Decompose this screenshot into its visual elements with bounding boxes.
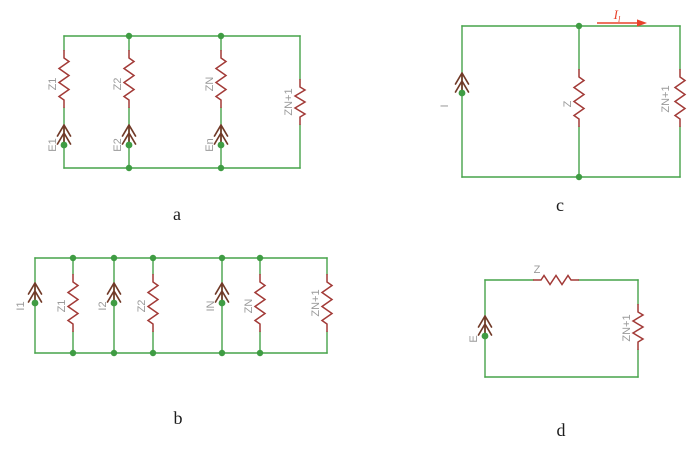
impedance-label: Z1 <box>47 78 59 91</box>
emf-source-e <box>477 315 493 341</box>
junction-dot <box>149 349 157 357</box>
source-label: I1 <box>15 301 27 310</box>
resistor-zn1 <box>632 303 644 351</box>
junction-dot <box>110 254 118 262</box>
emf-source-e1 <box>56 124 72 150</box>
junction-dot <box>110 349 118 357</box>
circuit-caption-b: b <box>174 408 183 428</box>
circuit-b: I1 Z1 I2 Z2 IN ZN ZN+1 b <box>15 254 333 428</box>
source-label: E <box>468 335 480 342</box>
emf-source-e2 <box>121 124 137 150</box>
source-label: E1 <box>47 138 59 151</box>
circuit-caption-c: c <box>556 195 564 215</box>
circuit-d: Z E ZN+1 d <box>468 264 644 440</box>
source-label: E2 <box>112 138 124 151</box>
emf-source-en <box>213 124 229 150</box>
junction-dot <box>125 32 133 40</box>
resistor-zn <box>254 273 266 333</box>
impedance-label: ZN+1 <box>310 289 322 316</box>
junction-dot <box>69 254 77 262</box>
junction-dot <box>125 164 133 172</box>
junction-dot <box>149 254 157 262</box>
junction-dot <box>256 254 264 262</box>
impedance-label: Z1 <box>56 300 68 313</box>
junction-dot <box>69 349 77 357</box>
junction-dot <box>575 173 583 181</box>
source-label: I2 <box>97 301 109 310</box>
impedance-label: Z2 <box>136 300 148 313</box>
junction-dot <box>218 349 226 357</box>
impedance-label: ZN <box>243 299 255 314</box>
resistor-z1 <box>58 49 70 109</box>
resistor-z1 <box>67 273 79 333</box>
impedance-label: Z <box>534 264 541 276</box>
circuit-c: Il I Z ZN+1 c <box>439 7 686 215</box>
resistor-zn1 <box>321 273 333 333</box>
impedance-label: ZN <box>204 77 216 92</box>
impedance-label: Z2 <box>112 78 124 91</box>
resistor-z2 <box>123 49 135 109</box>
junction-dot <box>217 164 225 172</box>
impedance-label: Z <box>562 100 574 107</box>
resistor-zn1 <box>294 78 306 126</box>
impedance-label: ZN+1 <box>621 314 633 341</box>
circuit-caption-d: d <box>557 420 566 440</box>
resistor-zn <box>215 49 227 109</box>
junction-dot <box>256 349 264 357</box>
current-arrowhead-icon <box>637 19 647 27</box>
resistor-z <box>532 274 580 286</box>
current-label: Il <box>613 7 621 24</box>
source-label: IN <box>205 300 217 311</box>
resistor-z2 <box>147 273 159 333</box>
circuit-caption-a: a <box>173 204 181 224</box>
circuit-a: Z1 Z2 ZN ZN+1 E1 E2 En a <box>47 32 306 224</box>
junction-dot <box>218 254 226 262</box>
resistor-z <box>573 68 585 128</box>
current-source-in <box>214 282 230 308</box>
current-source-i1 <box>27 282 43 308</box>
impedance-label: ZN+1 <box>660 85 672 112</box>
impedance-label: ZN+1 <box>283 88 295 115</box>
source-label: En <box>204 138 216 151</box>
resistor-zn1 <box>674 68 686 128</box>
current-source-i <box>454 72 470 98</box>
junction-dot <box>575 22 583 30</box>
current-source-i2 <box>106 282 122 308</box>
junction-dot <box>217 32 225 40</box>
source-label: I <box>439 104 451 107</box>
